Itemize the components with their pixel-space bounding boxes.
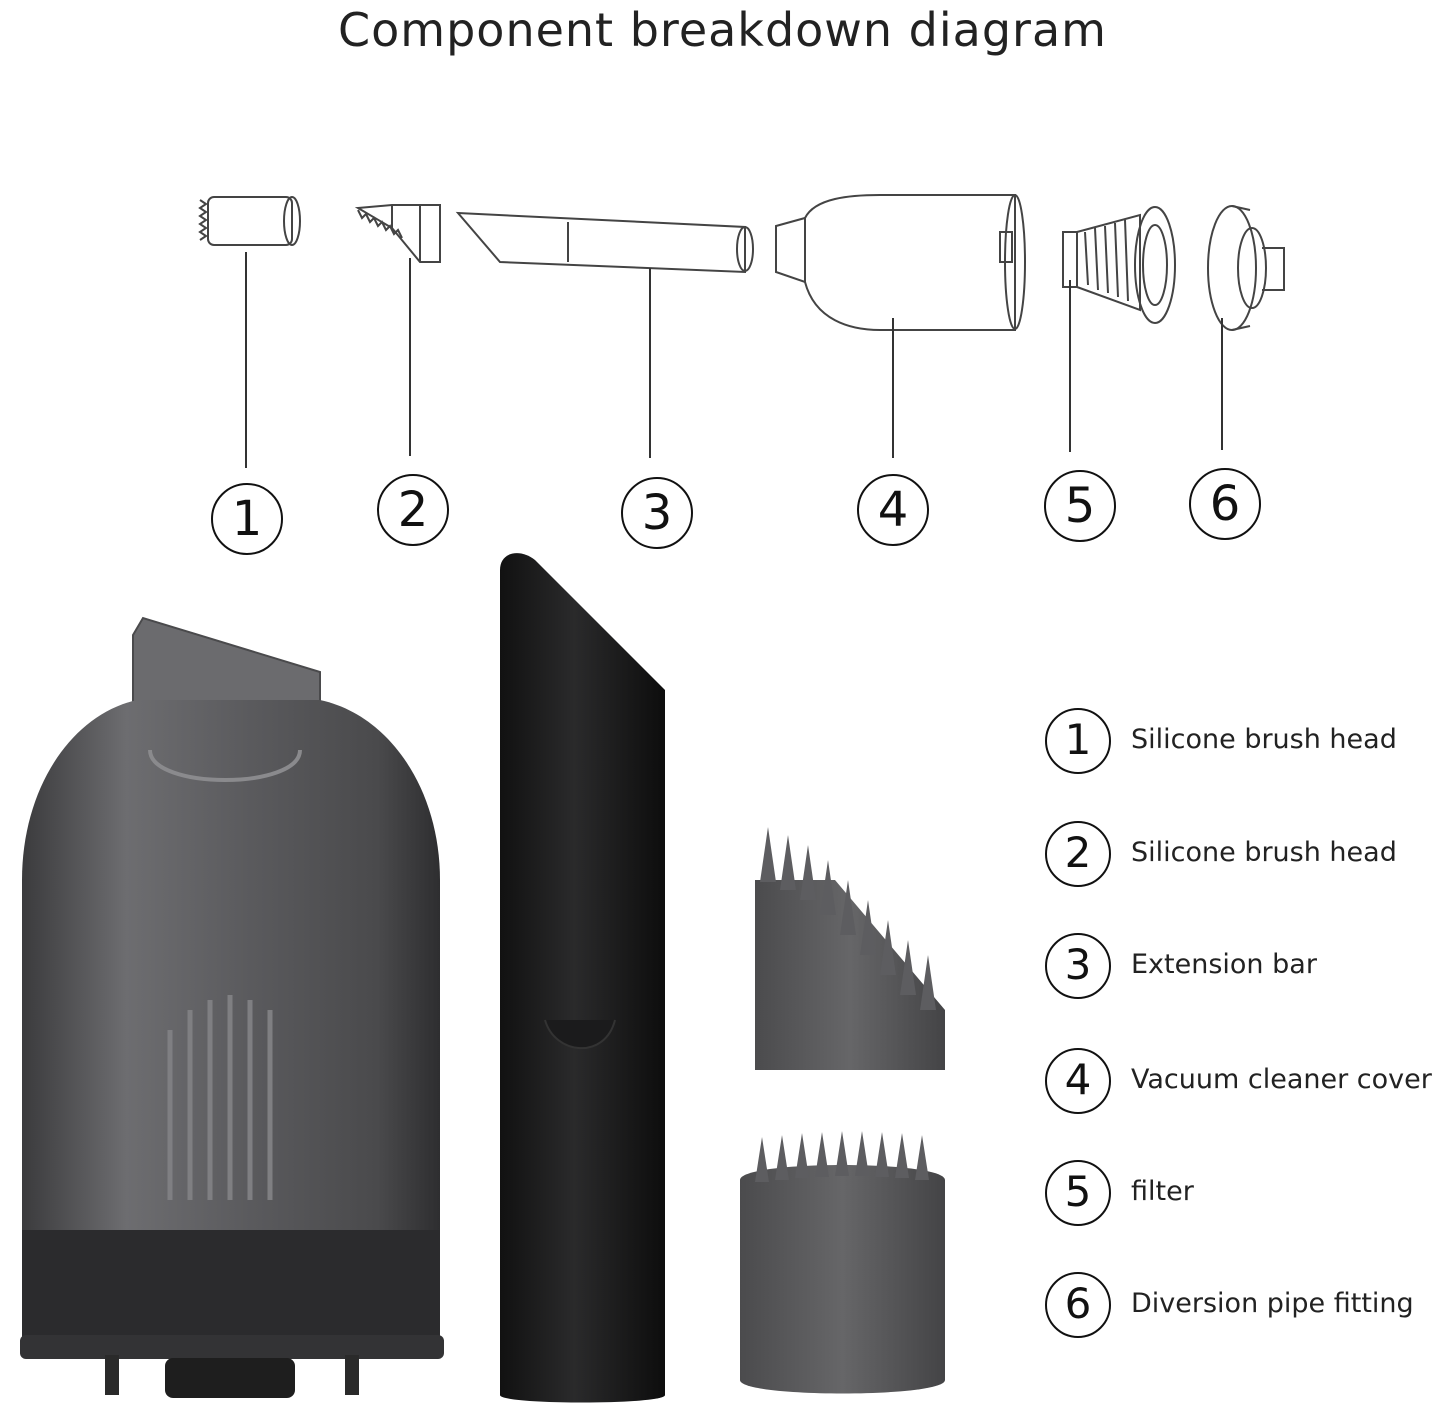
legend-label: filter <box>1131 1176 1194 1207</box>
part-4-drawing <box>775 194 1026 331</box>
angled-brush-photo <box>755 827 945 1070</box>
part-3-drawing <box>455 211 754 274</box>
legend-number: 5 <box>1045 1160 1111 1226</box>
legend-number: 6 <box>1045 1272 1111 1338</box>
diagram-title: Component breakdown diagram <box>338 3 1107 57</box>
round-brush-photo <box>740 1131 945 1394</box>
product-photo <box>20 553 945 1403</box>
callout-4: 4 <box>857 474 929 546</box>
legend-number: 2 <box>1045 821 1111 887</box>
part-2-drawing <box>354 204 441 263</box>
exploded-line-drawing <box>198 194 1285 468</box>
legend-label: Extension bar <box>1131 949 1317 980</box>
legend-number: 1 <box>1045 708 1111 774</box>
callout-1: 1 <box>211 483 283 555</box>
callout-6: 6 <box>1189 468 1261 540</box>
legend-label: Silicone brush head <box>1131 837 1397 868</box>
legend-label: Silicone brush head <box>1131 724 1397 755</box>
legend-number: 3 <box>1045 933 1111 999</box>
part-5-drawing <box>1062 206 1176 324</box>
legend-number: 4 <box>1045 1048 1111 1114</box>
callout-5: 5 <box>1044 470 1116 542</box>
dust-cup-photo <box>20 616 444 1398</box>
part-1-drawing <box>198 196 301 246</box>
leader-lines <box>245 252 1223 468</box>
legend-label: Vacuum cleaner cover <box>1131 1064 1432 1095</box>
part-6-drawing <box>1207 205 1285 331</box>
crevice-nozzle-photo <box>500 553 665 1403</box>
callout-3: 3 <box>621 477 693 549</box>
legend-label: Diversion pipe fitting <box>1131 1288 1414 1319</box>
callout-2: 2 <box>377 474 449 546</box>
